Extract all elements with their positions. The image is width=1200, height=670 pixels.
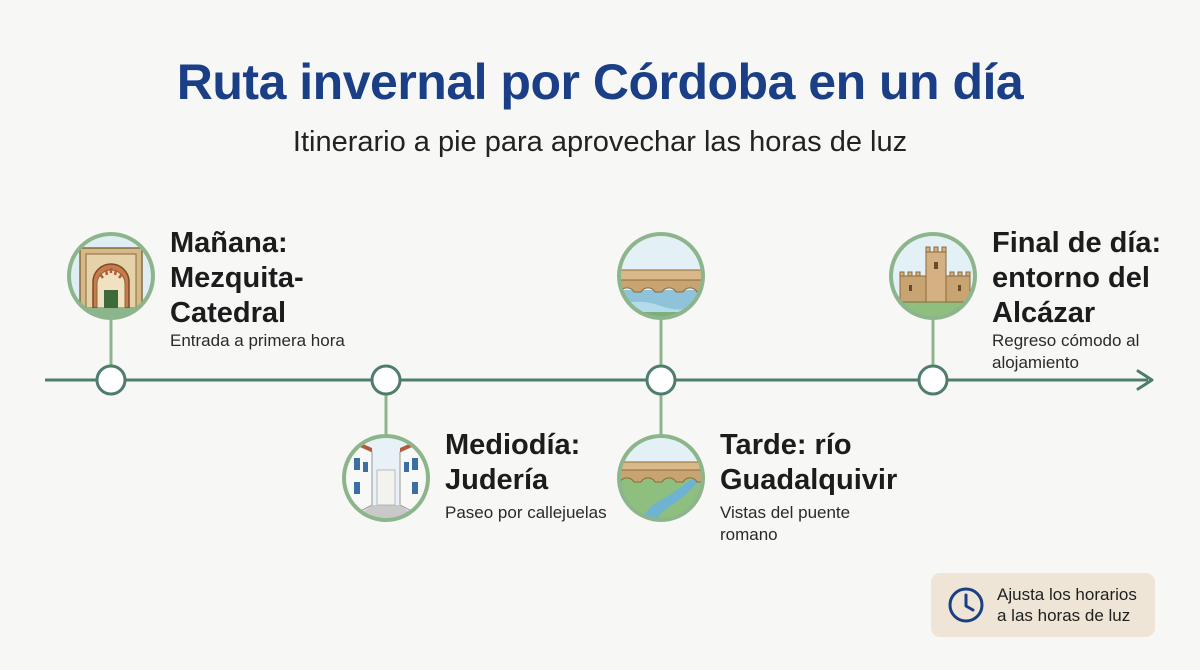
stop-3-description: Vistas del puente romano (720, 503, 851, 544)
stop-1-description: Entrada a primera hora (170, 331, 345, 350)
timeline-nodes (95, 364, 949, 396)
tip-text: Ajusta los horarios a las horas de luz (997, 585, 1137, 625)
timeline-node (917, 364, 949, 396)
timeline-node (370, 364, 402, 396)
stop-2-title: Mediodía: Judería (445, 429, 581, 496)
stop-2-description: Paseo por callejuelas (445, 503, 607, 522)
stop-1-title: Mañana: Mezquita- Catedral (170, 227, 304, 329)
narrow-street-icon (342, 434, 430, 522)
tip-box: Ajusta los horarios a las horas de luz (931, 573, 1155, 637)
timeline-node (645, 364, 677, 396)
timeline-connectors (109, 318, 935, 436)
timeline-node (95, 364, 127, 396)
stop-3-title: Tarde: río Guadalquivir (720, 429, 898, 496)
clock-icon (948, 587, 984, 623)
alcazar-castle-icon (889, 232, 977, 320)
river-bridge-icon (617, 434, 705, 522)
page-subtitle: Itinerario a pie para aprovechar las hor… (292, 126, 908, 158)
roman-bridge-icon (617, 232, 705, 320)
mosque-arch-icon (67, 232, 155, 320)
stop-4-description: Regreso cómodo al alojamiento (992, 331, 1140, 372)
stop-4-title: Final de día: entorno del Alcázar (992, 227, 1162, 329)
page-title: Ruta invernal por Córdoba en un día (176, 54, 1024, 110)
timeline-axis (45, 369, 1154, 391)
